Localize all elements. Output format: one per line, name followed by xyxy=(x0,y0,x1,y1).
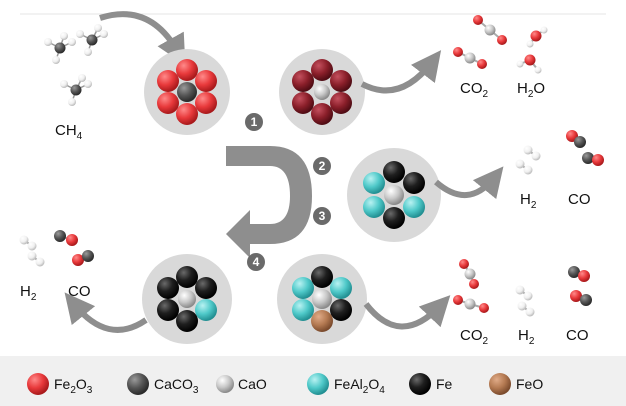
legend-item-feo: FeO xyxy=(489,373,543,395)
co-label-bottom: CO xyxy=(566,327,589,344)
legend-label-caco3: CaCO3 xyxy=(154,376,199,396)
legend: Fe2O3 CaCO3 CaO FeAl2O4 Fe FeO xyxy=(27,373,543,396)
legend-label-feo: FeO xyxy=(516,376,543,392)
h2-label-bottom: H2 xyxy=(518,327,535,347)
step-number-2: 2 xyxy=(319,159,326,173)
legend-item-feal2o4: FeAl2O4 xyxy=(307,373,385,396)
arrow-out-h2-co-left xyxy=(64,292,148,333)
step-number-1: 1 xyxy=(251,115,258,129)
h2-co-molecules-mid xyxy=(515,130,604,175)
legend-swatch-fe2o3 xyxy=(27,373,49,395)
legend-item-fe2o3: Fe2O3 xyxy=(27,373,93,396)
legend-label-fe: Fe xyxy=(436,376,453,392)
legend-item-caco3: CaCO3 xyxy=(127,373,199,396)
h2-co-molecules-left xyxy=(19,230,94,267)
co-label-left: CO xyxy=(68,283,91,300)
ch4-label: CH4 xyxy=(55,122,83,142)
h2-label-mid: H2 xyxy=(520,191,537,211)
co2-h2o-molecules xyxy=(453,15,548,74)
step-badge-1 xyxy=(245,113,263,131)
legend-label-feal2o4: FeAl2O4 xyxy=(334,376,385,396)
particle-1 xyxy=(144,49,230,135)
cycle-arrow xyxy=(226,146,312,258)
co2-h2-co-molecules-bottom xyxy=(453,259,592,317)
arrow-out-co2-h2-co xyxy=(363,295,451,330)
step-badge-3 xyxy=(313,207,331,225)
particle-3 xyxy=(347,148,441,242)
ch4-molecules xyxy=(44,24,108,106)
legend-label-fe2o3: Fe2O3 xyxy=(54,376,93,396)
arrow-out-h2-co-mid xyxy=(434,166,504,200)
h2o-label: H2O xyxy=(517,80,545,100)
legend-item-cao: CaO xyxy=(216,375,267,393)
step-badge-2 xyxy=(313,157,331,175)
step-number-4: 4 xyxy=(253,255,260,269)
legend-swatch-feo xyxy=(489,373,511,395)
step-badge-4 xyxy=(247,253,265,271)
legend-label-cao: CaO xyxy=(238,376,267,392)
co2-label-top: CO2 xyxy=(460,80,489,100)
particle-2 xyxy=(279,49,365,135)
co-label-mid: CO xyxy=(568,191,591,208)
particle-4 xyxy=(142,254,232,344)
co2-label-bottom: CO2 xyxy=(460,327,489,347)
step-number-3: 3 xyxy=(319,209,326,223)
legend-swatch-caco3 xyxy=(127,373,149,395)
legend-item-fe: Fe xyxy=(409,373,453,395)
particle-5 xyxy=(277,254,367,344)
arrow-ch4-in xyxy=(99,11,186,66)
legend-swatch-feal2o4 xyxy=(307,373,329,395)
legend-swatch-cao xyxy=(216,375,234,393)
h2-label-left: H2 xyxy=(20,283,37,303)
legend-swatch-fe xyxy=(409,373,431,395)
arrow-out-co2-h2o xyxy=(360,50,442,94)
